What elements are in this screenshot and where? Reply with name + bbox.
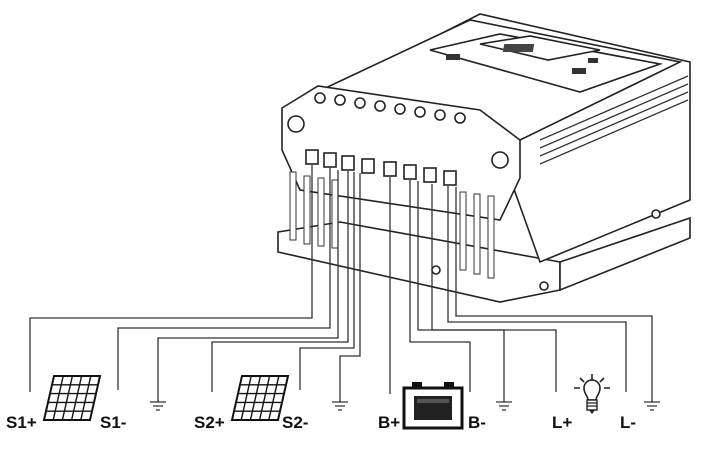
ground-icon bbox=[644, 401, 660, 411]
terminal-screws bbox=[314, 92, 466, 124]
terminal-block bbox=[305, 149, 457, 186]
ground-icon bbox=[496, 401, 512, 411]
terminal-label-s1-plus: S1+ bbox=[6, 413, 37, 432]
button-right bbox=[572, 68, 586, 74]
display-screen bbox=[479, 35, 601, 61]
terminal-label-b-minus: B- bbox=[468, 413, 486, 432]
terminal-label-l-minus: L- bbox=[620, 413, 636, 432]
terminal-label-s2-minus: S2- bbox=[282, 413, 308, 432]
solar-panel-icon bbox=[230, 375, 290, 421]
wires bbox=[29, 165, 653, 402]
solar-panel-icon bbox=[42, 375, 102, 421]
button-left bbox=[446, 54, 460, 60]
ground-icon bbox=[332, 401, 348, 411]
light-bulb-icon bbox=[574, 374, 610, 414]
charge-controller bbox=[277, 13, 691, 303]
terminal-label-s2-plus: S2+ bbox=[194, 413, 225, 432]
ground-icon bbox=[150, 401, 166, 411]
terminal-label-l-plus: L+ bbox=[552, 413, 572, 432]
terminal-label-b-plus: B+ bbox=[378, 413, 400, 432]
battery-icon bbox=[402, 382, 464, 430]
terminal-label-s1-minus: S1- bbox=[100, 413, 126, 432]
